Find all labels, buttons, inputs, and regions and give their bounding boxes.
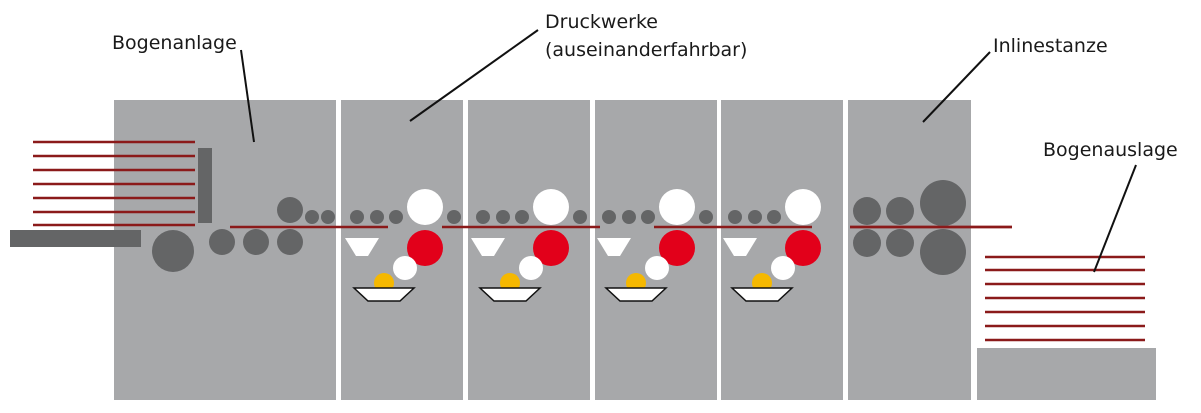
printing-unit-1: [345, 189, 461, 302]
ink-roller: [393, 256, 417, 280]
feeder-pile: [10, 140, 212, 247]
feeder-stop: [198, 148, 212, 223]
printing-units-label: Druckwerke: [545, 11, 658, 33]
ink-tray: [730, 287, 794, 302]
die-cutter-leader: [922, 51, 991, 123]
die-cutter-roller: [886, 197, 914, 225]
ink-roller: [771, 256, 795, 280]
dampening-unit: [345, 238, 379, 256]
transport-roller-small: [622, 210, 636, 224]
impression-cylinder: [407, 189, 443, 225]
feeder-roller: [243, 229, 269, 255]
die-cylinder: [920, 180, 966, 226]
transport-roller-small: [767, 210, 781, 224]
transport-roller-small: [699, 210, 713, 224]
die-cutter-roller: [886, 229, 914, 257]
feeder-cylinder-large: [152, 230, 194, 272]
die-cutter-cylinders: [853, 180, 966, 275]
transport-roller-small: [602, 210, 616, 224]
transport-roller-small: [305, 210, 319, 224]
transport-roller-small: [496, 210, 510, 224]
printing-unit-4: [723, 189, 821, 302]
printing-units-leader: [409, 29, 539, 122]
transport-roller-small: [748, 210, 762, 224]
die-cutter-roller: [853, 229, 881, 257]
leader-lines: [240, 29, 1137, 273]
feeder-roller: [209, 229, 235, 255]
feeder-leader: [240, 49, 255, 143]
transport-roller-small: [573, 210, 587, 224]
ink-tray: [604, 287, 668, 302]
dampening-unit: [723, 238, 757, 256]
transport-roller-small: [728, 210, 742, 224]
feeder-label: Bogenanlage: [112, 32, 237, 54]
transport-roller-small: [641, 210, 655, 224]
dampening-unit: [597, 238, 631, 256]
plate-cylinder-red-ink: [533, 230, 569, 266]
anvil-cylinder: [920, 229, 966, 275]
ink-roller: [645, 256, 669, 280]
die-cutter-roller: [853, 197, 881, 225]
feeder-table: [10, 230, 141, 247]
die-cutter-label: Inlinestanze: [993, 35, 1108, 57]
printing-units-sublabel: (auseinanderfahrbar): [545, 39, 748, 61]
transport-roller-small: [370, 210, 384, 224]
transport-roller-small: [476, 210, 490, 224]
printing-unit-3: [597, 189, 713, 302]
ink-tray: [478, 287, 542, 302]
plate-cylinder-red-ink: [407, 230, 443, 266]
impression-cylinder: [785, 189, 821, 225]
printing-unit-2: [471, 189, 587, 302]
delivery-pile: [977, 255, 1156, 400]
transport-roller-small: [350, 210, 364, 224]
feeder-cylinders: [152, 197, 335, 272]
transport-roller-small: [389, 210, 403, 224]
impression-cylinder: [659, 189, 695, 225]
plate-cylinder-red-ink: [785, 230, 821, 266]
ink-roller: [519, 256, 543, 280]
transport-roller-small: [321, 210, 335, 224]
delivery-sheet-stack: [985, 255, 1145, 342]
transport-roller-small: [447, 210, 461, 224]
delivery-table: [977, 348, 1156, 400]
impression-cylinder: [533, 189, 569, 225]
feeder-sheet-stack: [33, 140, 195, 227]
dampening-unit: [471, 238, 505, 256]
feeder-roller: [277, 197, 303, 223]
transport-roller-small: [515, 210, 529, 224]
ink-tray: [352, 287, 416, 302]
delivery-label: Bogenauslage: [1043, 139, 1178, 161]
delivery-leader: [1093, 164, 1137, 273]
feeder-roller: [277, 229, 303, 255]
plate-cylinder-red-ink: [659, 230, 695, 266]
